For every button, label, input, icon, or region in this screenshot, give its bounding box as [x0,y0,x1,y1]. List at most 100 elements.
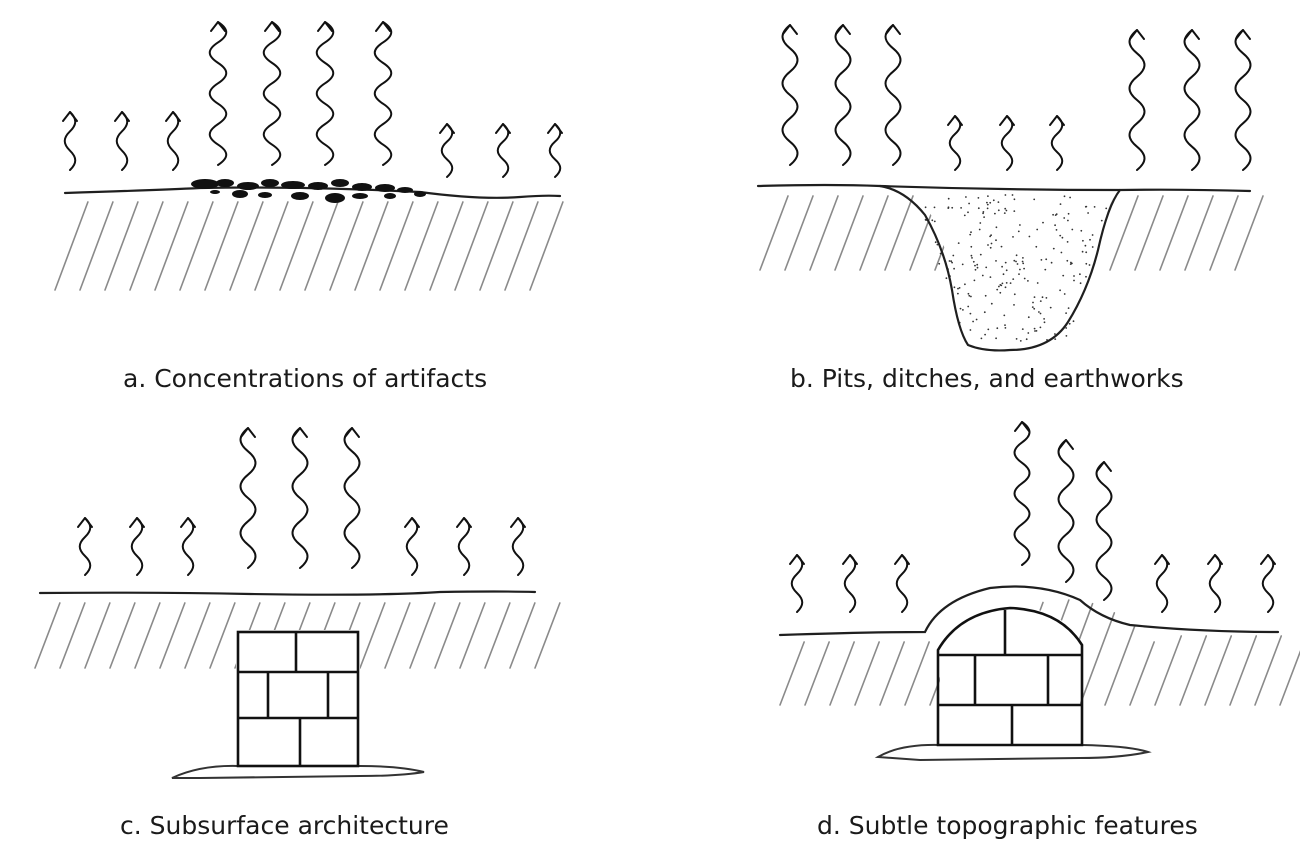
stipple-dot [1079,282,1082,285]
stipple-dot [1054,224,1056,227]
stipple-dot [1044,268,1047,271]
stipple-dot [1033,198,1036,201]
wall-clear-c [236,630,360,766]
arrow-head [947,115,963,126]
stipple-dot [987,328,990,331]
arrow-head [1049,115,1065,126]
stipple-dot [1082,239,1084,242]
stipple-dot [957,242,960,245]
stipple-dot [985,266,988,269]
foundation-slab-d [874,743,1152,762]
arrow-head [240,427,256,438]
hatch-line [459,602,486,669]
stipple-dot [999,284,1002,286]
stipple-dot [1000,245,1003,248]
stipple-dot [980,337,983,340]
stipple-dot [1042,221,1044,224]
hatch-line [884,195,914,271]
stipple-dot [995,239,997,242]
stipple-dot [945,277,948,280]
stipple-dot [967,305,970,308]
heat-arrow-large [373,21,393,166]
soil-hatching-a [54,201,564,291]
stipple-dot [1013,198,1016,201]
heat-arrow-small [510,517,526,576]
wave-line [1095,461,1113,601]
arrow-head [180,517,196,528]
arrow-head [835,24,851,35]
artifact [261,179,279,187]
stipple-dot [1100,219,1103,222]
hatch-line [129,201,164,291]
hatch-line [834,195,864,271]
wave-line [130,517,144,576]
hatch-line [1229,635,1258,706]
mound-surface-d [778,585,1280,637]
hatch-line [484,602,511,669]
stipple-dot [987,195,989,198]
stipple-dot [1085,251,1088,254]
stipple-dot [1040,259,1043,261]
stipple-dot [994,212,996,215]
hatch-line [1079,612,1116,706]
stipple-dot [1070,261,1072,264]
stipple-dot [969,312,972,315]
stipple-dot [1059,234,1062,237]
arrow-head [456,517,472,528]
heat-arrow-large [315,21,335,166]
artifact [325,193,345,203]
wave-line [781,24,799,166]
wave-line [1128,29,1146,171]
hatch-line [454,201,489,291]
stipple-dot [970,295,972,298]
hatch-line [1179,635,1208,706]
wave-line [262,21,282,166]
stipple-dot [1043,321,1046,324]
hatch-line [329,201,364,291]
stipple-dot [1062,274,1065,277]
artifact [191,179,219,189]
stipple-dot [1004,194,1007,196]
wave-line [843,554,857,613]
arrow-head [77,517,93,528]
arrow-head [1129,29,1145,40]
stipple-dot [1004,207,1007,210]
heat-arrow-small [842,554,858,613]
stipple-dot [997,201,1000,204]
heat-arrow-small [114,111,130,171]
stipple-dot [1009,282,1012,284]
stipple-dot [1011,194,1014,196]
arrow-head [439,123,455,134]
stipple-dot [989,246,992,249]
hatch-line [509,602,536,669]
heat-arrow-small [1260,554,1276,613]
stipple-dot [1066,259,1069,262]
stipple-dot [984,294,987,297]
mound-fill-d [940,605,1080,745]
caption-panel-b: b. Pits, ditches, and earthworks [790,364,1184,393]
stipple-dot [939,252,942,255]
stipple-dot [1038,311,1040,313]
stipple-dot [1087,212,1089,214]
stipple-dot [995,260,997,262]
wave-line [496,123,510,178]
stipple-dot [1017,230,1020,233]
stipple-dot [1013,259,1016,262]
heat-arrow-small [1154,554,1170,613]
stipple-dot [931,219,934,222]
stipple-dot [973,279,976,282]
hatch-line [1154,635,1183,706]
stipple-dot [959,307,962,310]
stipple-dot [1034,330,1036,332]
pit-fill-b [898,188,1120,350]
stipple-dot [1012,236,1014,238]
stipple-dot [970,245,973,248]
stipple-dot [976,266,979,269]
stipple-dot [1019,268,1021,271]
stipple-dot [1012,278,1015,280]
stipple-dot [989,276,992,278]
hatch-line [434,602,461,669]
heat-arrow-small [894,554,910,613]
stipple-dot [981,274,984,277]
wave-line [78,517,92,576]
